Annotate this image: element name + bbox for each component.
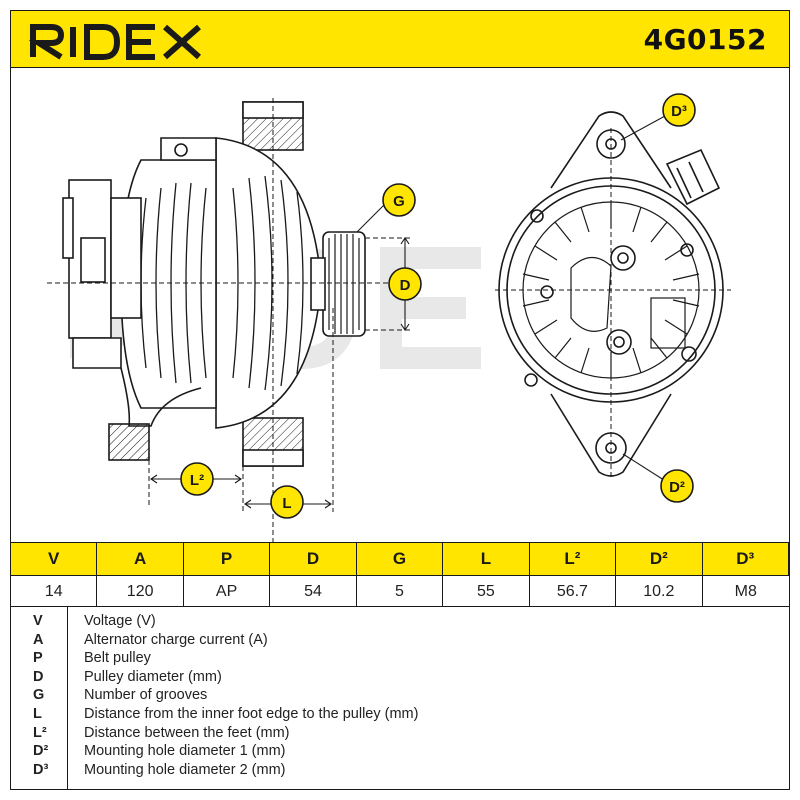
legend-row: L Distance from the inner foot edge to t…	[11, 706, 791, 725]
legend-description: Mounting hole diameter 1 (mm)	[84, 743, 286, 760]
legend-divider	[67, 607, 68, 789]
spec-value: 56.7	[530, 576, 617, 607]
legend-description: Distance from the inner foot edge to the…	[84, 706, 419, 722]
legend-description: Belt pulley	[84, 650, 151, 667]
spec-header: V	[11, 543, 98, 576]
spec-header: A	[97, 543, 184, 576]
svg-text:L: L	[282, 495, 291, 512]
svg-text:D²: D²	[669, 479, 685, 496]
legend-description: Mounting hole diameter 2 (mm)	[84, 761, 286, 778]
spec-header: P	[183, 543, 271, 576]
spec-header: G	[356, 543, 444, 576]
legend-symbol: D²	[33, 743, 49, 760]
legend-description: Pulley diameter (mm)	[84, 668, 222, 685]
legend-row: D² Mounting hole diameter 1 (mm)	[11, 743, 791, 762]
spec-header: D	[270, 543, 357, 576]
legend-symbol: D³	[33, 761, 49, 778]
header-bar: 4G0152	[10, 10, 790, 68]
legend-row: V Voltage (V)	[11, 613, 791, 632]
spec-table: V A P D G L L² D² D³ 14 120 AP 54 5 55 5…	[10, 542, 790, 607]
legend-description: Distance between the feet (mm)	[84, 724, 290, 741]
svg-text:D: D	[400, 277, 411, 294]
legend-description: Number of grooves	[84, 687, 208, 704]
spec-value: 5	[357, 576, 444, 607]
alternator-drawing: D³ G D L² L D²	[47, 93, 731, 542]
legend-symbol: V	[33, 613, 43, 629]
legend-row: L² Distance between the feet (mm)	[11, 725, 791, 744]
legend: V Voltage (V) A Alternator charge curren…	[10, 607, 790, 790]
spec-header: L²	[529, 543, 617, 576]
spec-value: 120	[97, 576, 184, 607]
spec-value: 10.2	[616, 576, 703, 607]
legend-row: G Number of grooves	[11, 687, 791, 706]
spec-value: AP	[184, 576, 271, 607]
alternator-side-view	[62, 101, 366, 467]
legend-description: Alternator charge current (A)	[84, 631, 268, 648]
svg-text:G: G	[393, 193, 405, 210]
technical-drawing: D³ G D L² L D²	[10, 68, 790, 542]
legend-symbol: L²	[33, 724, 47, 741]
callout-d: D	[388, 267, 422, 301]
legend-row: P Belt pulley	[11, 650, 791, 669]
ridex-logo	[28, 24, 201, 60]
alternator-front-view	[498, 111, 724, 477]
svg-text:D³: D³	[671, 103, 687, 120]
spec-header: D³	[702, 543, 789, 576]
callout-d3: D³	[662, 93, 696, 127]
legend-symbol: A	[33, 631, 44, 648]
legend-description: Voltage (V)	[84, 613, 156, 629]
legend-symbol: D	[33, 668, 44, 685]
legend-symbol: G	[33, 687, 45, 704]
spec-value: M8	[734, 582, 757, 600]
svg-text:L²: L²	[190, 472, 204, 489]
legend-symbol: L	[33, 706, 42, 722]
callout-d2: D²	[660, 469, 694, 503]
spec-value: 55	[443, 576, 530, 607]
part-number: 4G0152	[643, 23, 767, 56]
legend-row: A Alternator charge current (A)	[11, 632, 791, 651]
legend-symbol: P	[33, 650, 43, 667]
legend-row: D Pulley diameter (mm)	[11, 669, 791, 688]
callout-l2: L²	[180, 462, 214, 496]
callout-l: L	[270, 485, 304, 519]
spec-header: D²	[616, 543, 703, 576]
callout-g: G	[382, 183, 416, 217]
legend-row: D³ Mounting hole diameter 2 (mm)	[11, 762, 791, 781]
spec-value: 14	[11, 576, 98, 607]
spec-header: L	[443, 543, 530, 576]
spec-value: 54	[270, 576, 357, 607]
